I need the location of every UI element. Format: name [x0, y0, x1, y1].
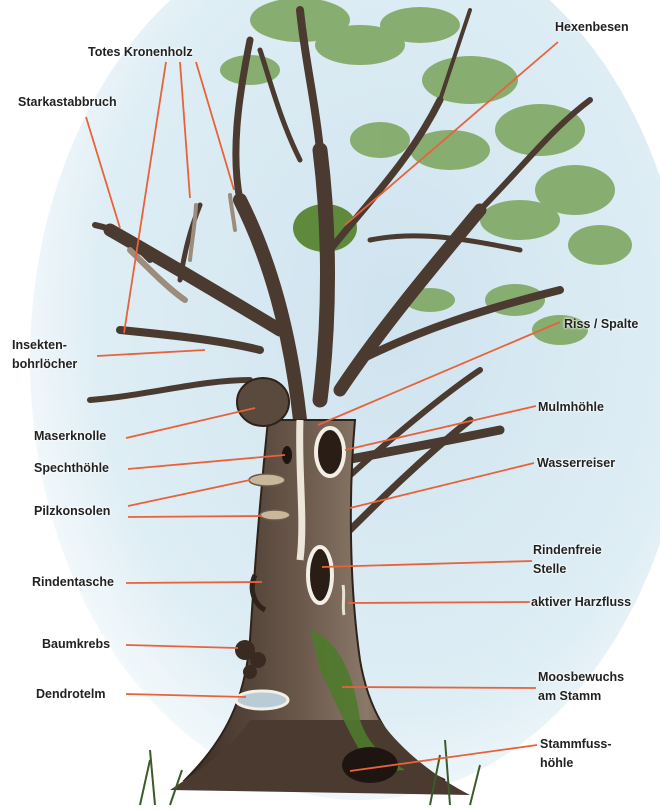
label-insektenbohrloecher: Insekten- bohrlöcher: [12, 336, 77, 374]
label-moosbewuchs-line-2: am Stamm: [538, 687, 624, 706]
label-rindenfreie-line-1: Rindenfreie: [533, 541, 602, 560]
label-dendrotelm: Dendrotelm: [36, 685, 105, 704]
resin-flow: [343, 585, 344, 615]
label-pilzkonsolen: Pilzkonsolen: [34, 502, 110, 521]
label-moosbewuchs-line-1: Moosbewuchs: [538, 668, 624, 687]
label-mulmhoehle: Mulmhöhle: [538, 398, 604, 417]
label-baumkrebs: Baumkrebs: [42, 635, 110, 654]
label-rindenfreie-stelle: Rindenfreie Stelle: [533, 541, 602, 579]
label-hexenbesen: Hexenbesen: [555, 18, 629, 37]
label-stammfuss-line-2: höhle: [540, 754, 612, 773]
label-stammfusshoehle: Stammfuss- höhle: [540, 735, 612, 773]
label-stammfuss-line-1: Stammfuss-: [540, 735, 612, 754]
label-starkastabbruch: Starkastabbruch: [18, 93, 117, 112]
label-insekten-line-2: bohrlöcher: [12, 355, 77, 374]
label-moosbewuchs: Moosbewuchs am Stamm: [538, 668, 624, 706]
label-maserknolle: Maserknolle: [34, 427, 106, 446]
crack: [300, 420, 302, 560]
label-riss-spalte: Riss / Spalte: [564, 315, 638, 334]
burl: [237, 378, 289, 426]
dendrotelm: [236, 691, 288, 709]
label-totes-kronenholz: Totes Kronenholz: [88, 43, 193, 62]
label-insekten-line-1: Insekten-: [12, 336, 77, 355]
bark-free-spot: [308, 547, 332, 603]
label-spechthoehle: Spechthöhle: [34, 459, 109, 478]
label-rindentasche: Rindentasche: [32, 573, 114, 592]
label-aktiver-harzfluss: aktiver Harzfluss: [531, 593, 631, 612]
mulm-cavity: [316, 428, 344, 476]
label-wasserreiser: Wasserreiser: [537, 454, 615, 473]
label-rindenfreie-line-2: Stelle: [533, 560, 602, 579]
